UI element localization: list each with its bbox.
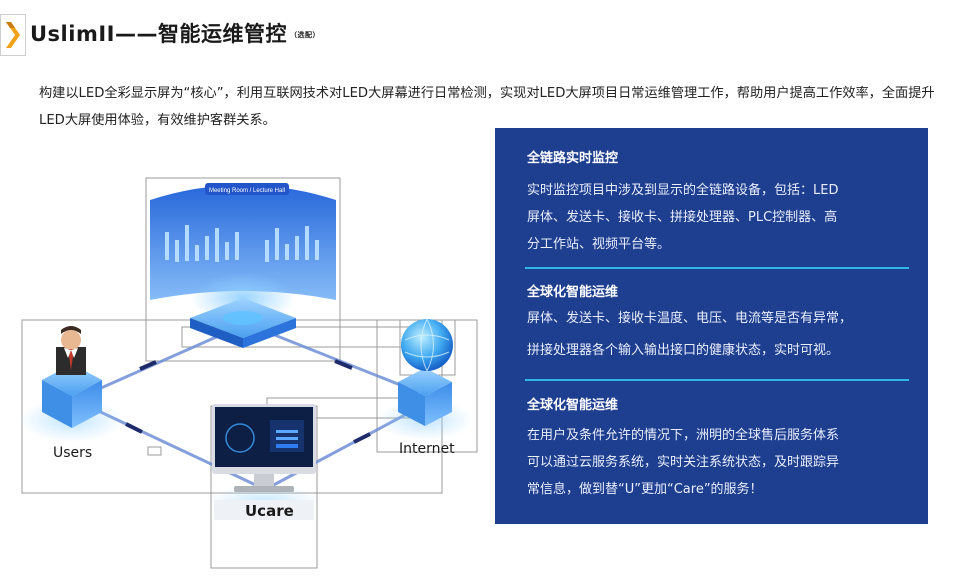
feature-line: 屏体、发送卡、接收卡、拼接处理器、PLC控制器、高 (527, 210, 838, 225)
feature-title: 全链路实时监控 (527, 151, 619, 166)
logo-mark (0, 14, 26, 56)
users-node (20, 326, 124, 442)
internet-label: Internet (399, 441, 455, 457)
intro-paragraph: 构建以LED全彩显示屏为“核心”，利用互联网技术对LED大屏幕进行日常检测，实现… (39, 86, 935, 128)
chevron-logo-icon (6, 22, 20, 48)
feature-line: 在用户及条件允许的情况下，洲明的全球售后服务体系 (527, 428, 840, 443)
ucare-monitor (206, 404, 322, 520)
feature-section-1: 全链路实时监控 实时监控项目中涉及到显示的全链路设备，包括：LED 屏体、发送卡… (527, 149, 917, 258)
screen-caption: Meeting Room / Lecture Hall (209, 188, 285, 194)
optional-tag: （选配） (289, 31, 320, 39)
page-title: UslimII——智能运维管控（选配） (30, 18, 320, 48)
section-divider (525, 267, 909, 269)
section-divider (525, 379, 909, 381)
feature-section-3: 全球化智能运维 在用户及条件允许的情况下，洲明的全球售后服务体系 可以通过云服务… (527, 396, 917, 503)
feature-section-2: 全球化智能运维 屏体、发送卡、接收卡温度、电压、电流等是否有异常， 拼接处理器各… (527, 283, 917, 367)
page-title-text: UslimII——智能运维管控 (30, 22, 287, 46)
feature-panel: 全链路实时监控 实时监控项目中涉及到显示的全链路设备，包括：LED 屏体、发送卡… (495, 128, 928, 524)
feature-line: 屏体、发送卡、接收卡温度、电压、电流等是否有异常， (527, 311, 853, 326)
feature-title: 全球化智能运维 (527, 398, 619, 413)
user-avatar-icon (56, 326, 86, 375)
feature-line: 常信息，做到替“U”更加“Care”的服务！ (527, 482, 763, 497)
feature-line: 拼接处理器各个输入输出接口的健康状态，实时可视。 (527, 343, 840, 358)
globe-icon (401, 318, 453, 372)
users-label: Users (53, 445, 93, 461)
ucare-label: Ucare (245, 502, 294, 520)
internet-node (377, 318, 473, 440)
feature-line: 实时监控项目中涉及到显示的全链路设备，包括：LED (527, 183, 839, 198)
feature-line: 可以通过云服务系统，实时关注系统状态，及时跟踪异 (527, 455, 840, 470)
led-screen-illustration: Meeting Room / Lecture Hall (150, 183, 336, 348)
line-highlights (125, 359, 371, 444)
feature-line: 分工作站、视频平台等。 (527, 237, 671, 252)
feature-title: 全球化智能运维 (527, 285, 619, 300)
